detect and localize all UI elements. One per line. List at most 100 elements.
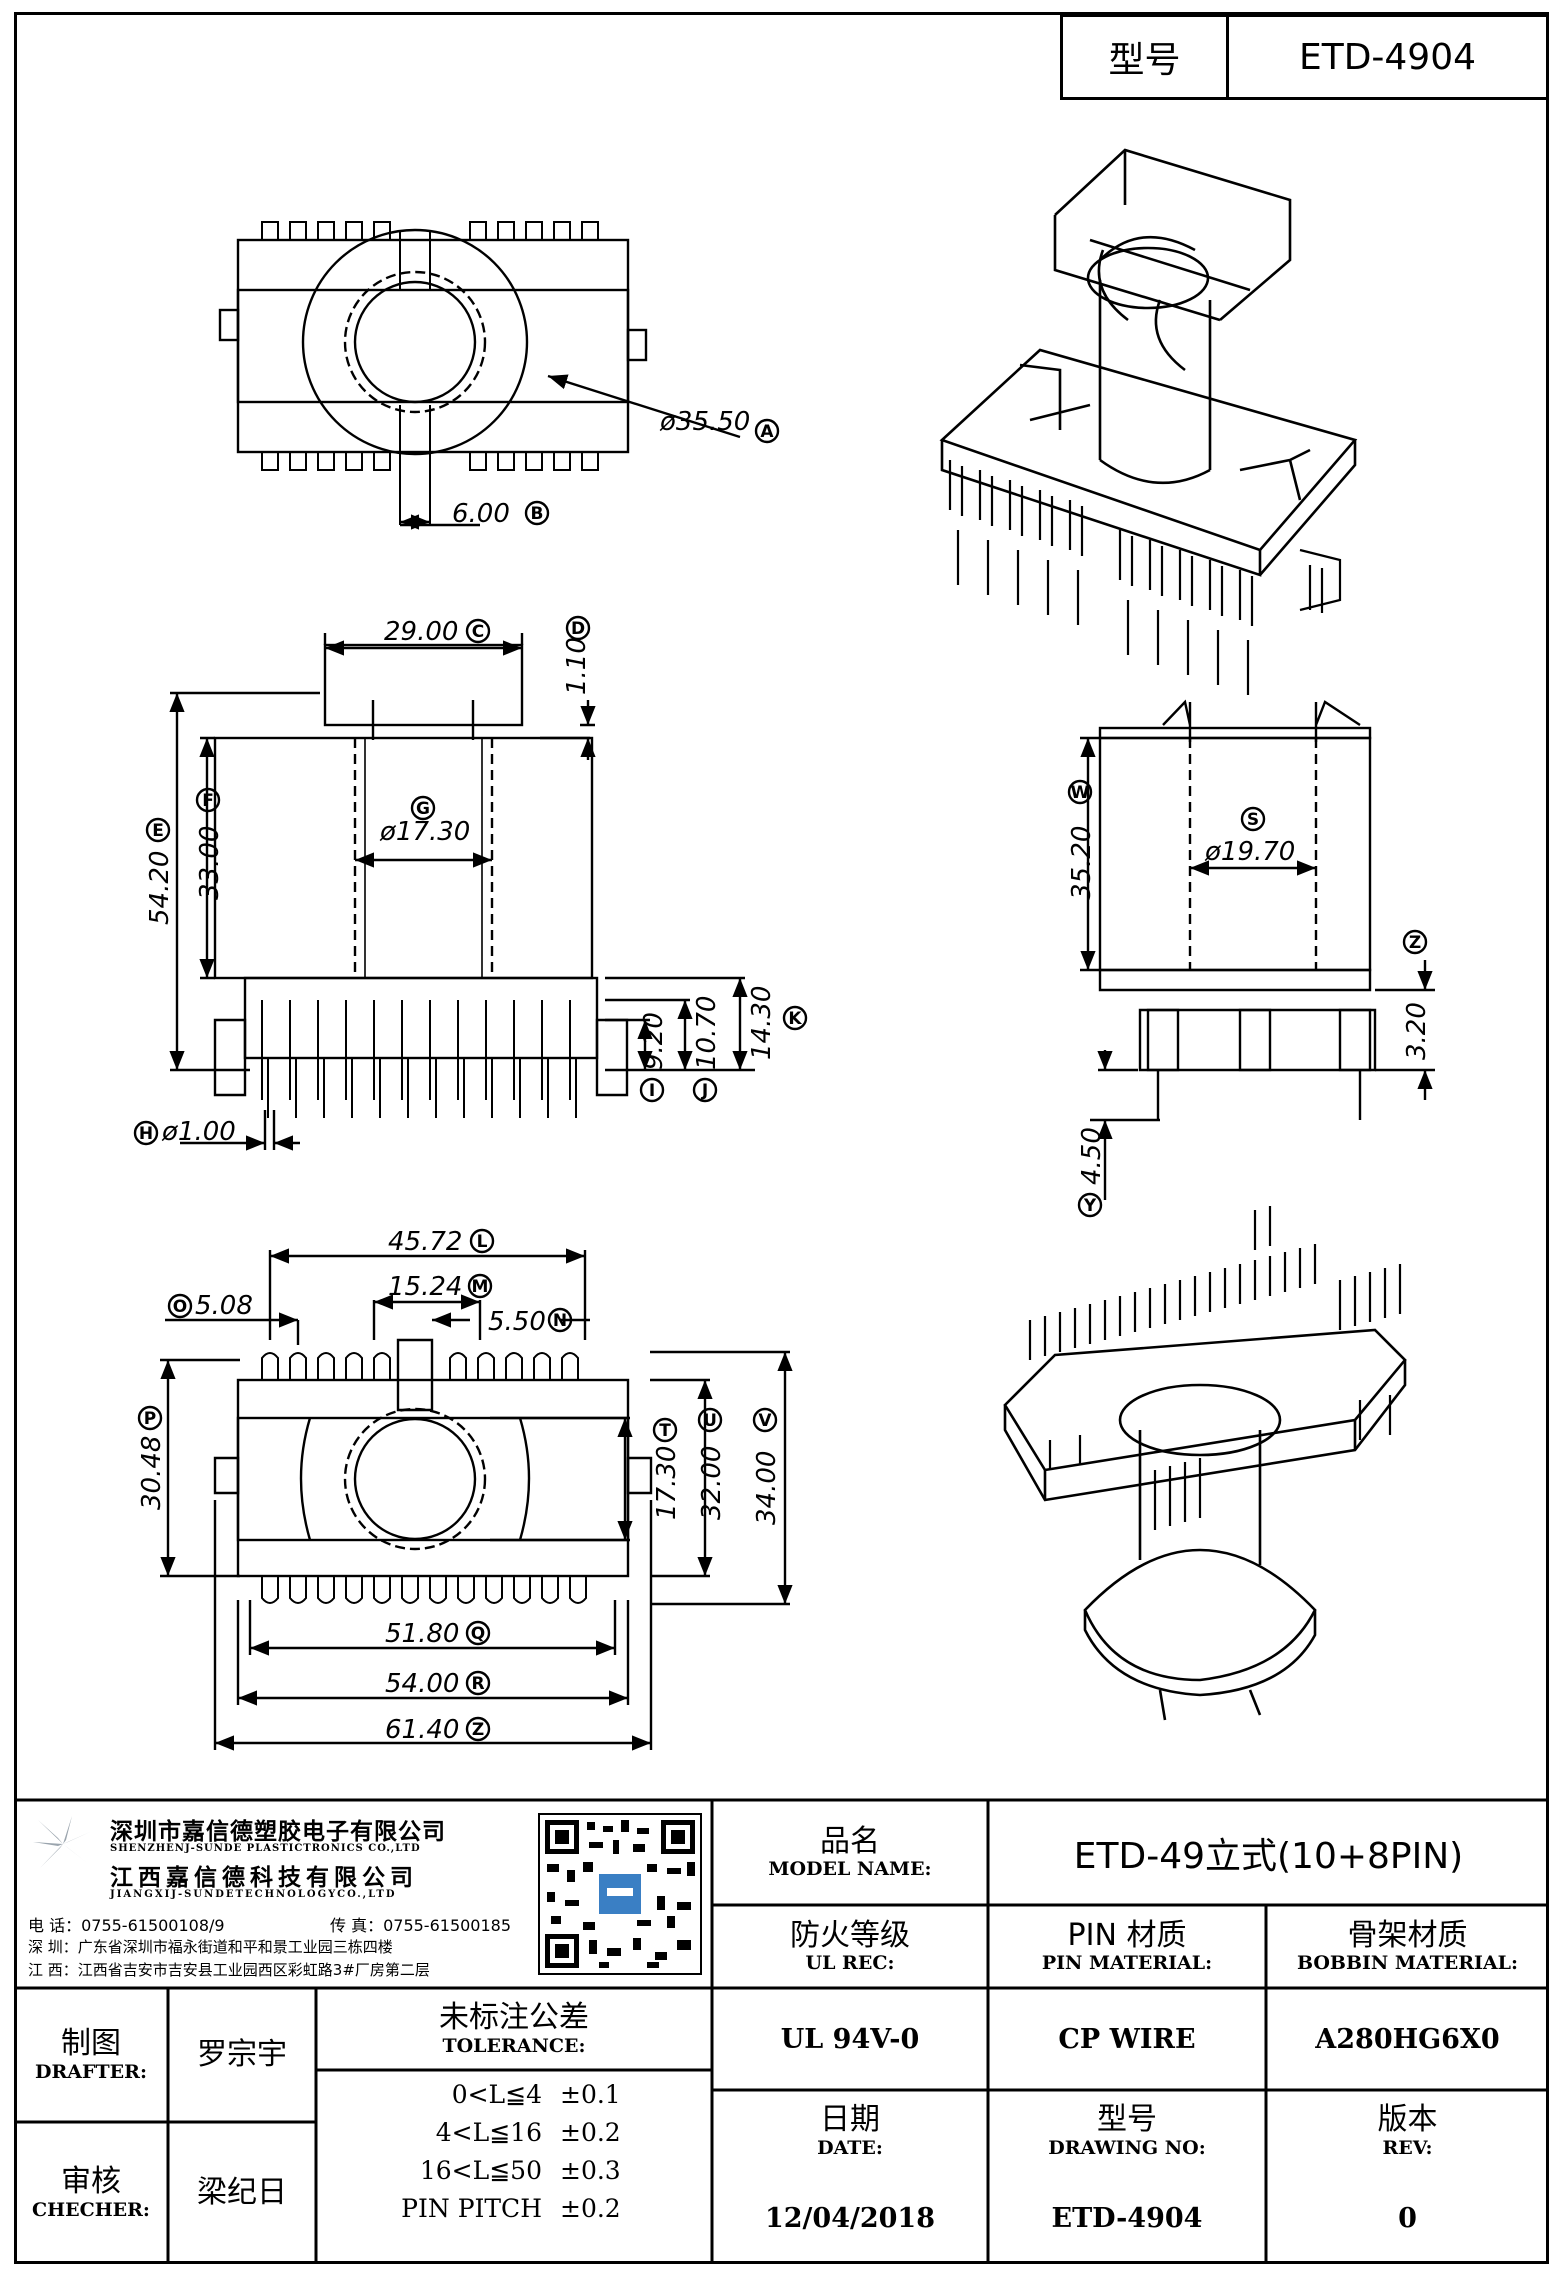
drawing-sheet [14,12,1549,2264]
pin-label-cell: PIN 材质 PIN MATERIAL: [988,1905,1266,1988]
ref-B-top: B [524,500,550,526]
date-label-en: DATE: [817,2136,883,2159]
bobbin-label-cn: 骨架材质 [1347,1917,1468,1953]
pin-value-cell: CP WIRE [988,1988,1266,2090]
ref-Q: Q [465,1620,491,1646]
dim-front-total-height: 54.20 [145,851,175,925]
model-header-value-box: ETD-4904 [1226,14,1549,100]
ref-Y: Y [1077,1192,1103,1218]
checker-value: 梁纪日 [197,2174,287,2210]
dim-bottom-l1: 45.72 [388,1227,462,1257]
ref-L: L [469,1228,495,1254]
tolerance-row-value: ±0.2 [560,2118,621,2147]
dim-front-base2: 10.70 [692,996,722,1070]
bobbin-label-cell: 骨架材质 BOBBIN MATERIAL: [1266,1905,1549,1988]
rev-label-cell: 版本 REV: [1266,2090,1549,2172]
svg-text:K: K [788,1009,802,1029]
svg-text:U: U [703,1411,717,1431]
product-name-label-cn: 品名 [820,1823,880,1859]
date-label-cn: 日期 [820,2102,880,2138]
ref-T: T [652,1417,678,1443]
ref-E: E [145,817,171,843]
rev-label-en: REV: [1382,2136,1433,2159]
dim-front-bobbin-height: 33.00 [195,826,225,900]
company2-name-cn: 江西嘉信德科技有限公司 [110,1865,418,1891]
svg-text:C: C [472,622,484,642]
isometric-view-top [939,148,1358,695]
qr-code [537,1812,703,1976]
svg-text:I: I [649,1081,655,1101]
ul-value-cell: UL 94V-0 [712,1988,988,2090]
date-value-cell: 12/04/2018 [712,2172,988,2264]
svg-text:H: H [139,1124,153,1144]
svg-text:M: M [472,1277,489,1297]
checker-label-cell: 审核 CHECHER: [14,2122,168,2264]
ref-G: G [410,795,436,821]
svg-text:Q: Q [471,1624,485,1644]
dim-front-width: 29.00 [384,617,458,647]
tolerance-label-en: TOLERANCE: [442,2034,586,2057]
company-fax: 传 真：0755-61500185 [330,1916,512,1935]
pin-value: CP WIRE [1058,2023,1196,2055]
dim-bottom-l4: 5.50 [488,1307,546,1337]
bottom-view [160,1248,793,1751]
company-address-sz: 深 圳：广东省深圳市福永街道和平和景工业园三栋四楼 [28,1938,393,1956]
drawing-value: ETD-4904 [1051,2202,1203,2234]
rev-label-cn: 版本 [1377,2102,1438,2138]
ul-label-cn: 防火等级 [790,1917,910,1953]
svg-text:G: G [416,799,430,819]
top-view [218,221,741,530]
ul-value: UL 94V-0 [780,2023,920,2055]
svg-text:P: P [144,1409,156,1429]
ref-J: J [692,1077,718,1103]
drafter-label-cell: 制图 DRAFTER: [14,1988,168,2122]
company-name-en: SHENZHENJ-SUNDE PLASTICTRONICS CO.,LTD [110,1843,421,1854]
bobbin-value-cell: A280HG6X0 [1266,1988,1549,2090]
dim-front-bore: ø17.30 [379,817,470,847]
product-name-value: ETD-49立式(10+8PIN) [1073,1835,1464,1877]
product-name-cell: ETD-49立式(10+8PIN) [988,1800,1549,1905]
tolerance-table: 0<L≦4 ±0.1 4<L≦16 ±0.2 16<L≦50 ±0.3 PIN … [316,2076,712,2262]
tolerance-label-cn: 未标注公差 [439,2000,589,2036]
date-label-cell: 日期 DATE: [712,2090,988,2172]
bobbin-label-en: BOBBIN MATERIAL: [1296,1952,1519,1975]
tolerance-row-value: ±0.2 [560,2194,621,2223]
dim-front-flange: 14.30 [747,986,777,1060]
technical-drawing: ø35.50 6.00 29.00 1.10 54.20 33.00 ø17.3… [133,148,1435,1751]
ref-S: S [1240,806,1266,832]
company-name-cn: 深圳市嘉信德塑胶电子有限公司 [110,1819,446,1845]
drafter-value: 罗宗宇 [197,2036,287,2072]
svg-text:E: E [152,821,164,841]
tolerance-row: 0<L≦4 [451,2080,542,2109]
dim-bottom-w4: 34.00 [752,1451,782,1525]
dim-side-flange: 3.20 [1402,1002,1432,1060]
tolerance-row-value: ±0.3 [560,2156,621,2185]
ref-U: U [697,1407,723,1433]
tolerance-label-cell: 未标注公差 TOLERANCE: [316,1988,712,2070]
ref-N: N [547,1307,573,1333]
drawing-label-cell: 型号 DRAWING NO: [988,2090,1266,2172]
svg-text:Z: Z [1409,933,1421,953]
drawing-label-en: DRAWING NO: [1048,2136,1206,2159]
product-name-label-cell: 品名 MODEL NAME: [712,1800,988,1905]
svg-text:S: S [1247,810,1259,830]
dim-bottom-w1: 30.48 [137,1436,167,1510]
pin-label-en: PIN MATERIAL: [1041,1952,1213,1975]
ul-label-en: UL REC: [805,1952,895,1975]
ref-C: C [465,618,491,644]
drafter-label-en: DRAFTER: [35,2060,147,2083]
dim-bottom-l3: 5.08 [195,1291,253,1321]
model-header-value: ETD-4904 [1298,36,1477,78]
dim-bottom-l2: 15.24 [388,1272,462,1302]
bobbin-value: A280HG6X0 [1315,2023,1500,2055]
dim-front-top: 1.10 [562,637,592,695]
checker-value-cell: 梁纪日 [168,2122,316,2264]
drawing-value-cell: ETD-4904 [988,2172,1266,2264]
svg-text:N: N [553,1311,567,1331]
ref-F: F [195,787,221,813]
dim-front-base: 9.20 [639,1012,669,1070]
dim-bottom-b1: 51.80 [385,1619,459,1649]
ref-H: H [133,1120,159,1146]
model-header-label: 型号 [1108,40,1181,81]
